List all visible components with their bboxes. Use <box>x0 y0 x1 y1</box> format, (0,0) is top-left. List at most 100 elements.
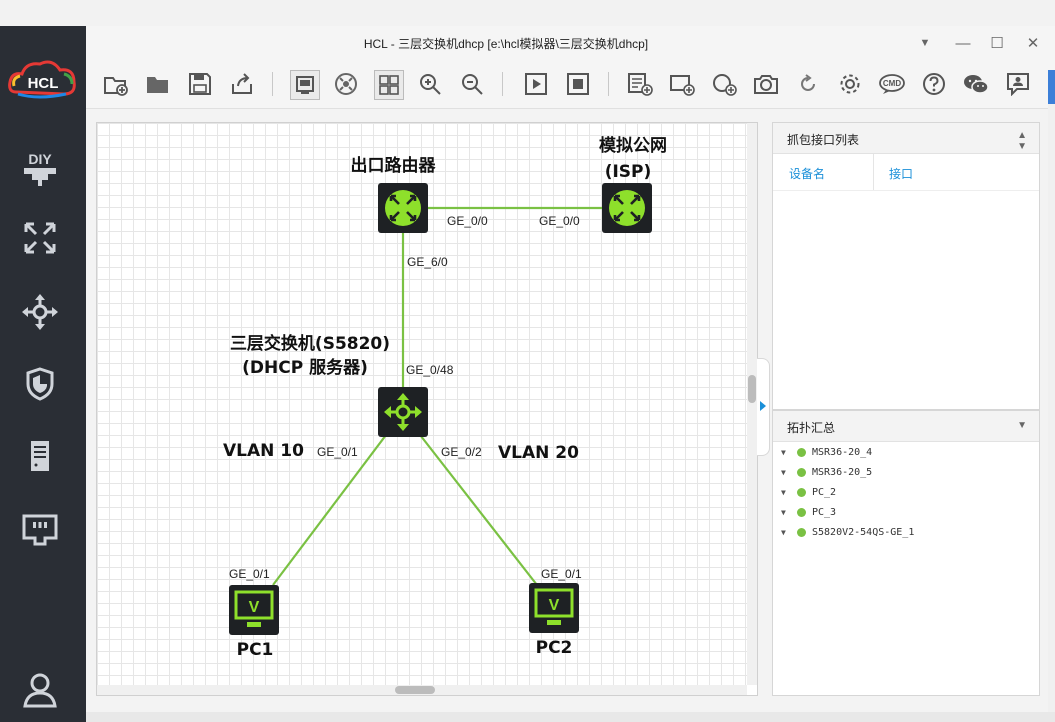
tree-expand-icon[interactable]: ▼ <box>781 467 786 477</box>
pc1-glyph: V <box>249 599 260 616</box>
tree-item[interactable]: ▼PC_3 <box>781 503 836 521</box>
tree-item-label: S5820V2-54QS-GE_1 <box>812 526 915 538</box>
user-icon[interactable] <box>20 670 60 710</box>
vlan-20-label: VLAN 20 <box>498 443 579 463</box>
title-bar: HCL - 三层交换机dhcp [e:\hcl模拟器\三层交换机dhcp] ▼ … <box>86 26 1055 60</box>
hcl-logo: HCL <box>8 56 78 101</box>
background-window-edge <box>1048 70 1055 104</box>
collapse-up-icon[interactable]: ▲▼ <box>1017 130 1027 152</box>
menu-dropdown-button[interactable]: ▼ <box>919 37 931 49</box>
settings-icon[interactable] <box>836 70 864 98</box>
horizontal-scroll-thumb[interactable] <box>395 686 435 694</box>
topology-canvas[interactable]: V V 出口路由器 模拟公网 (ISP) 三层交换机(S5820) (DHCP … <box>96 122 758 696</box>
capture-panel-header[interactable]: 抓包接口列表 ▲▼ <box>773 123 1039 154</box>
column-device-name[interactable]: 设备名 <box>789 167 826 181</box>
pc1-device[interactable]: V <box>229 585 279 635</box>
isp-device[interactable] <box>602 183 652 233</box>
zoom-in-icon[interactable] <box>416 70 444 98</box>
link-switch-pc1[interactable] <box>272 430 390 586</box>
switch-icon[interactable] <box>20 292 60 332</box>
status-dot <box>797 467 806 477</box>
server-icon[interactable] <box>20 436 60 476</box>
tree-expand-icon[interactable]: ▼ <box>781 447 786 457</box>
pc1-label: PC1 <box>237 640 274 660</box>
export-icon[interactable] <box>228 70 256 98</box>
port-label-switch-ge02: GE_0/2 <box>441 445 482 459</box>
status-bar <box>86 712 1055 722</box>
diy-icon[interactable]: DIY <box>20 148 60 188</box>
switch-device[interactable] <box>378 387 428 437</box>
capture-panel-title: 抓包接口列表 <box>787 133 860 147</box>
add-ellipse-icon[interactable] <box>710 70 738 98</box>
start-all-icon[interactable] <box>522 70 550 98</box>
show-interface-icon[interactable] <box>332 70 360 98</box>
tree-item-label: MSR36-20_4 <box>812 446 873 458</box>
feedback-icon[interactable] <box>1004 70 1032 98</box>
router-icon[interactable] <box>20 218 60 258</box>
tree-item[interactable]: ▼ MSR36-20_5 <box>781 463 872 481</box>
port-label-pc1-ge01: GE_0/1 <box>229 567 270 581</box>
port-label-router-ge60: GE_6/0 <box>407 255 448 269</box>
vertical-scroll-thumb[interactable] <box>748 375 756 403</box>
maximize-button[interactable]: ☐ <box>990 35 1004 52</box>
tree-expand-icon[interactable]: ▼ <box>781 507 786 517</box>
tree-expand-icon[interactable]: ▼ <box>781 487 786 497</box>
stop-all-icon[interactable] <box>564 70 592 98</box>
pc2-device[interactable]: V <box>529 583 579 633</box>
column-interface[interactable]: 接口 <box>889 167 914 181</box>
port-label-pc2-ge01: GE_0/1 <box>541 567 582 581</box>
tree-item[interactable]: ▼ S5820V2-54QS-GE_1 <box>781 523 914 541</box>
add-text-icon[interactable] <box>626 70 654 98</box>
status-dot <box>797 507 806 517</box>
tree-item[interactable]: ▼ PC_2 <box>781 483 836 501</box>
canvas-horizontal-scrollbar[interactable] <box>97 685 747 695</box>
tree-item-label: MSR36-20_5 <box>812 466 873 478</box>
port-label-switch-ge048: GE_0/48 <box>406 363 454 377</box>
pc2-glyph: V <box>549 597 560 614</box>
isp-label-line2: (ISP) <box>605 162 652 182</box>
terminal-icon[interactable] <box>20 510 60 550</box>
panel-collapse-toggle[interactable] <box>757 358 770 456</box>
status-dot <box>797 487 806 497</box>
open-project-icon[interactable] <box>144 70 172 98</box>
tree-expand-icon[interactable]: ▼ <box>781 527 786 537</box>
window-edge <box>1048 70 1055 722</box>
save-icon[interactable] <box>186 70 214 98</box>
grid-icon[interactable] <box>374 70 404 100</box>
capture-icon[interactable] <box>752 70 780 98</box>
switch-label-line1: 三层交换机(S5820) <box>230 333 390 354</box>
close-button[interactable]: ✕ <box>1026 35 1040 52</box>
router-device[interactable] <box>378 183 428 233</box>
cmd-icon[interactable]: CMD <box>878 70 906 98</box>
help-icon[interactable] <box>920 70 948 98</box>
logo-text: HCL <box>28 75 59 92</box>
sidebar: HCL DIY <box>0 26 86 722</box>
capture-panel-columns: 设备名 接口 <box>773 154 1039 191</box>
toolbar-separator <box>502 72 503 96</box>
topology-summary-panel: 拓扑汇总 ▼ ▼ MSR36-20_4 ▼ MSR36-20_5 ▼ PC_2 ▼PC… <box>772 410 1040 696</box>
tree-item-label: PC_2 <box>812 486 837 498</box>
link-switch-pc2[interactable] <box>416 430 538 586</box>
canvas-vertical-scrollbar[interactable] <box>747 123 757 685</box>
vlan-10-label: VLAN 10 <box>223 441 304 461</box>
wechat-icon[interactable] <box>962 70 990 98</box>
collapse-down-icon[interactable]: ▼ <box>1017 420 1027 431</box>
top-strip <box>0 0 1055 26</box>
pc2-label: PC2 <box>536 638 573 658</box>
summary-panel-header[interactable]: 拓扑汇总 ▼ <box>773 411 1039 442</box>
isp-label-line1: 模拟公网 <box>599 135 667 156</box>
switch-label-line2: (DHCP 服务器) <box>242 357 368 378</box>
refresh-icon[interactable] <box>794 70 822 98</box>
firewall-icon[interactable] <box>20 364 60 404</box>
port-label-switch-ge01: GE_0/1 <box>317 445 358 459</box>
zoom-out-icon[interactable] <box>458 70 486 98</box>
minimize-button[interactable]: — <box>955 34 971 52</box>
add-rectangle-icon[interactable] <box>668 70 696 98</box>
tree-item[interactable]: ▼ MSR36-20_4 <box>781 443 872 461</box>
router-label: 出口路由器 <box>351 155 437 176</box>
screenshot-icon[interactable] <box>290 70 320 100</box>
status-dot <box>797 527 806 537</box>
expand-arrow-icon <box>760 401 766 411</box>
new-project-icon[interactable] <box>102 70 130 98</box>
summary-panel-title: 拓扑汇总 <box>787 421 836 435</box>
